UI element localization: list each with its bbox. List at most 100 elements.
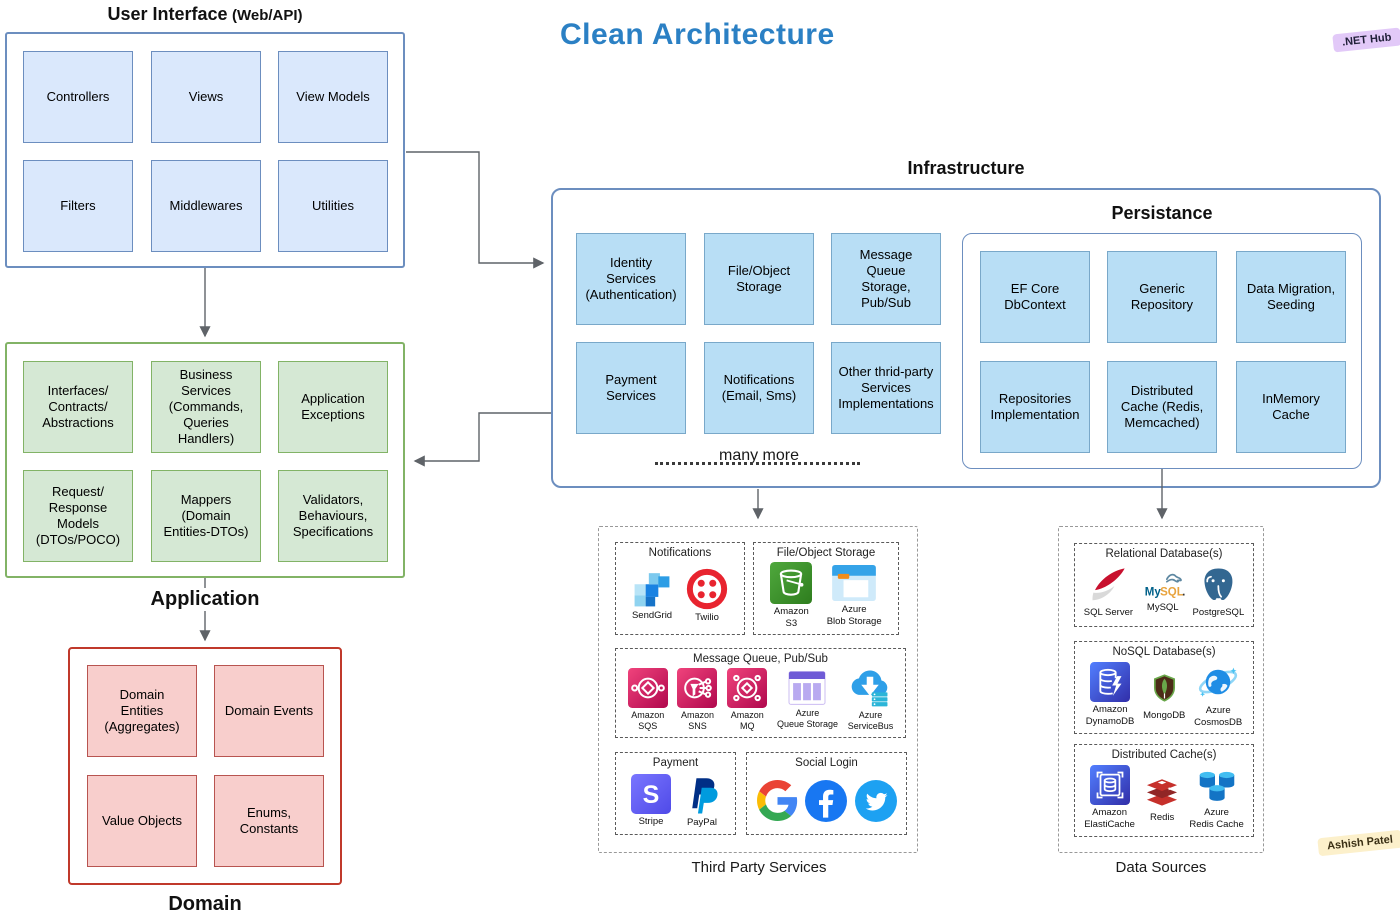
item-mysql-label: MySQL (1146, 602, 1179, 614)
infra-cell-payment: Payment Services (576, 342, 686, 434)
app-cell-interfaces: Interfaces/ Contracts/ Abstractions (23, 361, 133, 453)
item-sql-server-label: SQL Server (1083, 607, 1134, 619)
item-redis: Redis (1142, 772, 1182, 823)
app-cell-mappers: Mappers (Domain Entities-DTOs) (151, 470, 261, 562)
item-postgresql-label: PostgreSQL (1192, 607, 1245, 619)
azure-blob-storage-icon (832, 565, 877, 602)
data-sources-box (1058, 526, 1264, 853)
item-redis-label: Redis (1149, 811, 1175, 823)
infra-cell-message-queue: Message Queue Storage, Pub/Sub (831, 233, 941, 325)
item-mongodb-label: MongoDB (1143, 709, 1186, 721)
azure-queue-storage-icon (788, 671, 826, 706)
item-azure-blob: Azure Blob Storage (826, 564, 882, 627)
ui-cell-views: Views (151, 51, 261, 143)
svg-text:S: S (643, 781, 660, 809)
item-twitter (854, 779, 897, 822)
ui-layer-subtitle-text: (Web/API) (231, 7, 303, 24)
facebook-icon (805, 779, 847, 822)
mysql-icon: My SQL . (1145, 574, 1185, 599)
group-notifications: Notifications SendGrid Twilio (615, 542, 745, 635)
persist-cell-efcore: EF Core DbContext (980, 251, 1090, 343)
persist-cell-repositories: Repositories Implementation (980, 361, 1090, 453)
item-elasticache-label: Amazon ElastiCache (1084, 807, 1135, 830)
azure-redis-cache-icon (1199, 772, 1234, 802)
ui-cell-middlewares: Middlewares (151, 160, 261, 252)
paypal-icon (692, 778, 718, 814)
item-amazon-s3: Amazon S3 (770, 562, 813, 629)
svg-text:My: My (1145, 587, 1162, 599)
item-azure-redis-label: Azure Redis Cache (1189, 807, 1244, 830)
app-cell-business-services: Business Services (Commands, Queries Han… (151, 361, 261, 453)
group-social-login-icons (747, 769, 906, 834)
ui-cell-view-models: View Models (278, 51, 388, 143)
item-cosmosdb-label: Azure CosmosDB (1194, 705, 1243, 728)
item-azure-queue-label: Azure Queue Storage (776, 708, 838, 729)
item-twilio-label: Twilio (695, 611, 719, 623)
item-twilio: Twilio (686, 568, 728, 623)
group-relational-db-title: Relational Database(s) (1105, 548, 1223, 560)
group-message-queue-title: Message Queue, Pub/Sub (693, 653, 828, 665)
group-relational-db-icons: SQL Server My SQL . MySQL PostgreSQ (1075, 560, 1253, 626)
item-stripe: S Stripe (631, 773, 671, 827)
infra-cell-notifications: Notifications (Email, Sms) (704, 342, 814, 434)
infra-cell-other-services: Other thrid-party Services Implementatio… (831, 342, 941, 434)
group-message-queue: Message Queue, Pub/Sub Amazon SQS (615, 648, 906, 738)
amazon-sqs-icon (627, 668, 668, 709)
group-distributed-cache-icons: Amazon ElastiCache Redis (1075, 761, 1253, 836)
item-cosmosdb: Azure CosmosDB (1194, 661, 1243, 728)
infrastructure-layer-box (551, 188, 1381, 488)
item-amazon-sns-label: Amazon SNS (680, 710, 714, 731)
group-file-object-storage-icons: Amazon S3 Azure Blob Storage (754, 559, 898, 634)
twilio-icon (686, 568, 728, 610)
item-sendgrid-label: SendGrid (631, 609, 673, 621)
group-message-queue-icons: Amazon SQS Amazon SNS (616, 665, 905, 737)
azure-servicebus-icon (852, 670, 888, 707)
persist-cell-inmemory: InMemory Cache (1236, 361, 1346, 453)
group-distributed-cache-title: Distributed Cache(s) (1111, 749, 1217, 761)
ui-cell-utilities: Utilities (278, 160, 388, 252)
group-payment: Payment S Stripe PayPal (615, 752, 736, 835)
ui-cell-controllers: Controllers (23, 51, 133, 143)
item-dynamodb-label: Amazon DynamoDB (1085, 704, 1135, 727)
postgresql-icon (1204, 568, 1233, 601)
amazon-sns-icon (677, 668, 718, 709)
item-amazon-s3-label: Amazon S3 (773, 606, 809, 629)
many-more-dotted-line (655, 462, 860, 465)
group-notifications-icons: SendGrid Twilio (616, 559, 744, 634)
item-amazon-sqs-label: Amazon SQS (631, 710, 665, 731)
group-social-login: Social Login (746, 752, 907, 835)
group-file-object-storage: File/Object Storage Amazon S3 (753, 542, 899, 635)
persistence-box (962, 233, 1362, 469)
item-sendgrid: SendGrid (632, 570, 672, 621)
amazon-mq-icon (727, 668, 768, 709)
item-mongodb: MongoDB (1143, 668, 1185, 721)
item-sql-server: SQL Server (1084, 565, 1133, 618)
item-azure-blob-label: Azure Blob Storage (826, 604, 882, 627)
ui-layer-title: User Interface (Web/API) (107, 4, 302, 25)
infra-cell-identity: Identity Services (Authentication) (576, 233, 686, 325)
item-amazon-mq-label: Amazon MQ (730, 710, 764, 731)
persistence-title: Persistance (1111, 203, 1213, 223)
domain-cell-enums: Enums, Constants (214, 775, 324, 867)
svg-text:SQL: SQL (1160, 587, 1184, 599)
app-cell-request-response: Request/ Response Models (DTOs/POCO) (23, 470, 133, 562)
dotnet-hub-badge: .NET Hub (1332, 27, 1400, 53)
item-facebook (805, 779, 847, 822)
mongodb-icon (1153, 674, 1175, 702)
item-paypal-label: PayPal (686, 816, 718, 828)
group-payment-title: Payment (652, 757, 699, 769)
item-amazon-sns: Amazon SNS (677, 668, 718, 731)
group-notifications-title: Notifications (648, 547, 712, 559)
third-party-services-box (598, 526, 918, 853)
application-layer-box (5, 342, 405, 578)
group-nosql-db-icons: Amazon DynamoDB MongoDB (1075, 658, 1253, 733)
group-nosql-db-title: NoSQL Database(s) (1112, 646, 1216, 658)
ui-layer-box (5, 32, 405, 268)
application-layer-title: Application (142, 588, 268, 611)
item-stripe-label: Stripe (638, 815, 664, 827)
domain-cell-entities: Domain Entities (Aggregates) (87, 665, 197, 757)
group-relational-db: Relational Database(s) SQL Server My SQL… (1074, 543, 1254, 627)
item-dynamodb: Amazon DynamoDB (1085, 662, 1135, 727)
app-cell-validators: Validators, Behaviours, Specifications (278, 470, 388, 562)
